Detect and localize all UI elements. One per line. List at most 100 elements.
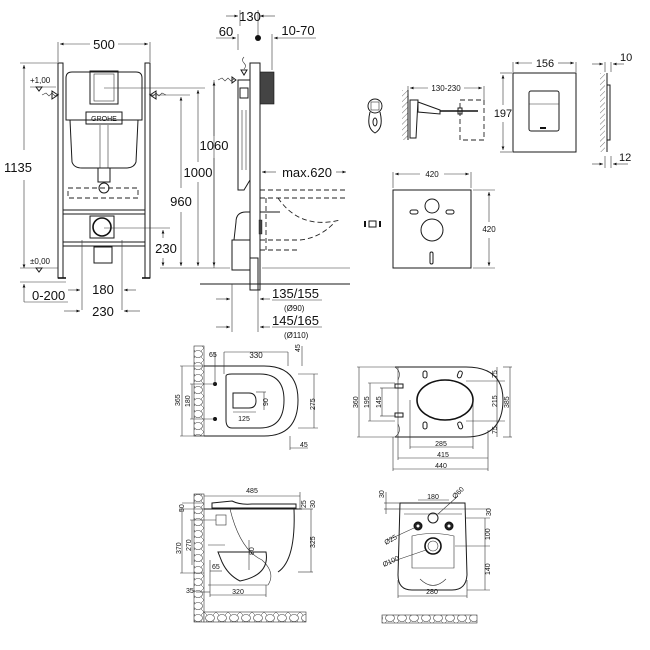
cistern-top <box>65 71 143 121</box>
dim-bolt-130-230: 130-230 <box>431 84 461 93</box>
dim-side-50: 50 <box>179 504 186 512</box>
flush-plate <box>512 72 577 153</box>
level-floor-label: ±0,00 <box>30 257 51 266</box>
dim-width-500: 500 <box>93 37 115 52</box>
dim-side-35: 35 <box>186 588 194 595</box>
dim-seat-440: 440 <box>435 463 447 470</box>
floor-section <box>203 611 307 623</box>
wall-section <box>193 345 205 437</box>
dim-pipe-145-165: 145/165 <box>272 313 319 328</box>
bowl-outline-side <box>277 508 295 573</box>
grohe-logo-plate <box>85 111 123 125</box>
acoustic-mat-panel <box>392 189 472 269</box>
dim-plate-height-197: 197 <box>494 108 512 120</box>
dim-outlet-230: 230 <box>155 241 177 256</box>
bowl-outline-top <box>204 365 299 437</box>
dim-pipe-135-155: 135/155 <box>272 286 319 301</box>
dim-rear-280: 280 <box>426 589 438 596</box>
dim-seat-75-bottom: 75 <box>492 426 499 434</box>
dim-plate-depth-10: 10 <box>620 52 632 64</box>
dim-bowl-45-top: 45 <box>295 344 302 352</box>
dim-bowl-90: 90 <box>263 398 270 406</box>
side-acoustic-pad <box>259 71 275 105</box>
dim-seat-285: 285 <box>435 441 447 448</box>
dim-height-960: 960 <box>170 194 192 209</box>
dim-side-30: 30 <box>310 500 317 508</box>
dim-plate-depth-12: 12 <box>619 152 631 164</box>
dim-bowl-275: 275 <box>310 398 317 410</box>
dim-seat-215: 215 <box>492 395 499 407</box>
wall-bolt-detail: 130-230 <box>367 84 485 141</box>
dim-seat-145: 145 <box>376 396 383 408</box>
dim-rear-140: 140 <box>485 563 492 575</box>
frame-left-post <box>57 62 64 279</box>
floor-section-rear <box>381 614 478 624</box>
bowl-outline-dashed <box>67 187 139 199</box>
dim-bowl-330: 330 <box>249 351 263 360</box>
dim-rear-dia-60: Ø60 <box>451 486 465 500</box>
wall-section-side <box>193 493 205 623</box>
flush-plate-front: 156 197 <box>494 58 577 153</box>
dim-seat-360: 360 <box>353 396 360 408</box>
bowl-rear-view: 30 180 Ø60 30 Ø25 100 Ø100 140 280 <box>379 486 493 624</box>
flush-opening <box>89 70 119 105</box>
dim-bowl-45-bottom: 45 <box>300 442 308 449</box>
dim-offset-60: 60 <box>219 24 233 39</box>
dim-side-370: 370 <box>176 542 183 554</box>
dim-rear-180: 180 <box>427 494 439 501</box>
brand-logo: GROHE <box>91 116 117 123</box>
dim-seat-415: 415 <box>437 452 449 459</box>
side-frame-post <box>249 62 261 291</box>
dim-pipe-dia-110: (Ø110) <box>284 331 309 340</box>
dim-seat-75-top: 75 <box>492 370 499 378</box>
flush-button <box>528 90 560 132</box>
seat-outline <box>395 366 504 438</box>
dim-side-270: 270 <box>186 539 193 551</box>
dim-bowl-125: 125 <box>238 416 250 423</box>
dim-side-325: 325 <box>310 536 317 548</box>
dim-bowl-65: 65 <box>209 352 217 359</box>
dim-rear-100: 100 <box>485 528 492 540</box>
dim-plate-width-156: 156 <box>536 58 554 70</box>
frame-front-view: GROHE 500 1135 +1,00 ±0,00 <box>4 37 230 319</box>
level-top-label: +1,00 <box>30 76 51 85</box>
dim-bowl-365: 365 <box>175 394 182 406</box>
dim-adjust-0-200: 0-200 <box>32 288 65 303</box>
dim-height-1000: 1000 <box>184 165 213 180</box>
dim-seat-385: 385 <box>504 396 511 408</box>
dim-bowl-180: 180 <box>185 395 192 407</box>
bowl-side-view: 485 25 30 50 370 270 80 325 65 35 320 <box>176 488 317 623</box>
dim-height-1060: 1060 <box>200 138 229 153</box>
drain-outlet <box>92 217 112 237</box>
dim-height-1135: 1135 <box>4 160 32 175</box>
frame-right-post <box>144 62 151 279</box>
dim-max-620: max.620 <box>282 165 332 180</box>
cistern-body <box>69 119 139 169</box>
dim-pipe-dia-90: (Ø90) <box>284 304 305 313</box>
dim-side-65: 65 <box>212 564 220 571</box>
dim-rear-30-right: 30 <box>486 508 493 516</box>
dim-side-485: 485 <box>246 488 258 495</box>
dim-offset-10-70: 10-70 <box>281 23 314 38</box>
dim-side-25: 25 <box>301 500 308 508</box>
bowl-top-view: 65 330 45 365 180 90 125 275 45 <box>175 344 318 450</box>
dim-bottom-230: 230 <box>92 304 114 319</box>
dim-mat-width-420: 420 <box>425 170 439 179</box>
seat-top-view: 360 195 145 75 215 75 385 285 415 440 <box>353 366 512 471</box>
water-trap <box>217 551 267 582</box>
seat-opening-top <box>232 392 257 409</box>
dim-side-80: 80 <box>249 547 256 555</box>
acoustic-mat: 420 420 <box>364 170 496 269</box>
seat-lid-side <box>211 500 297 509</box>
flush-inlet <box>427 512 439 524</box>
dim-mat-height-420: 420 <box>482 225 496 234</box>
dim-depth-130: 130 <box>239 9 261 24</box>
dim-bottom-180: 180 <box>92 282 114 297</box>
drain-outlet-rear <box>424 537 442 555</box>
dim-rear-30-left: 30 <box>379 490 386 498</box>
seat-opening <box>416 379 474 421</box>
dim-side-320: 320 <box>232 589 244 596</box>
side-drain-pipe <box>231 239 251 271</box>
side-cistern <box>237 79 251 191</box>
